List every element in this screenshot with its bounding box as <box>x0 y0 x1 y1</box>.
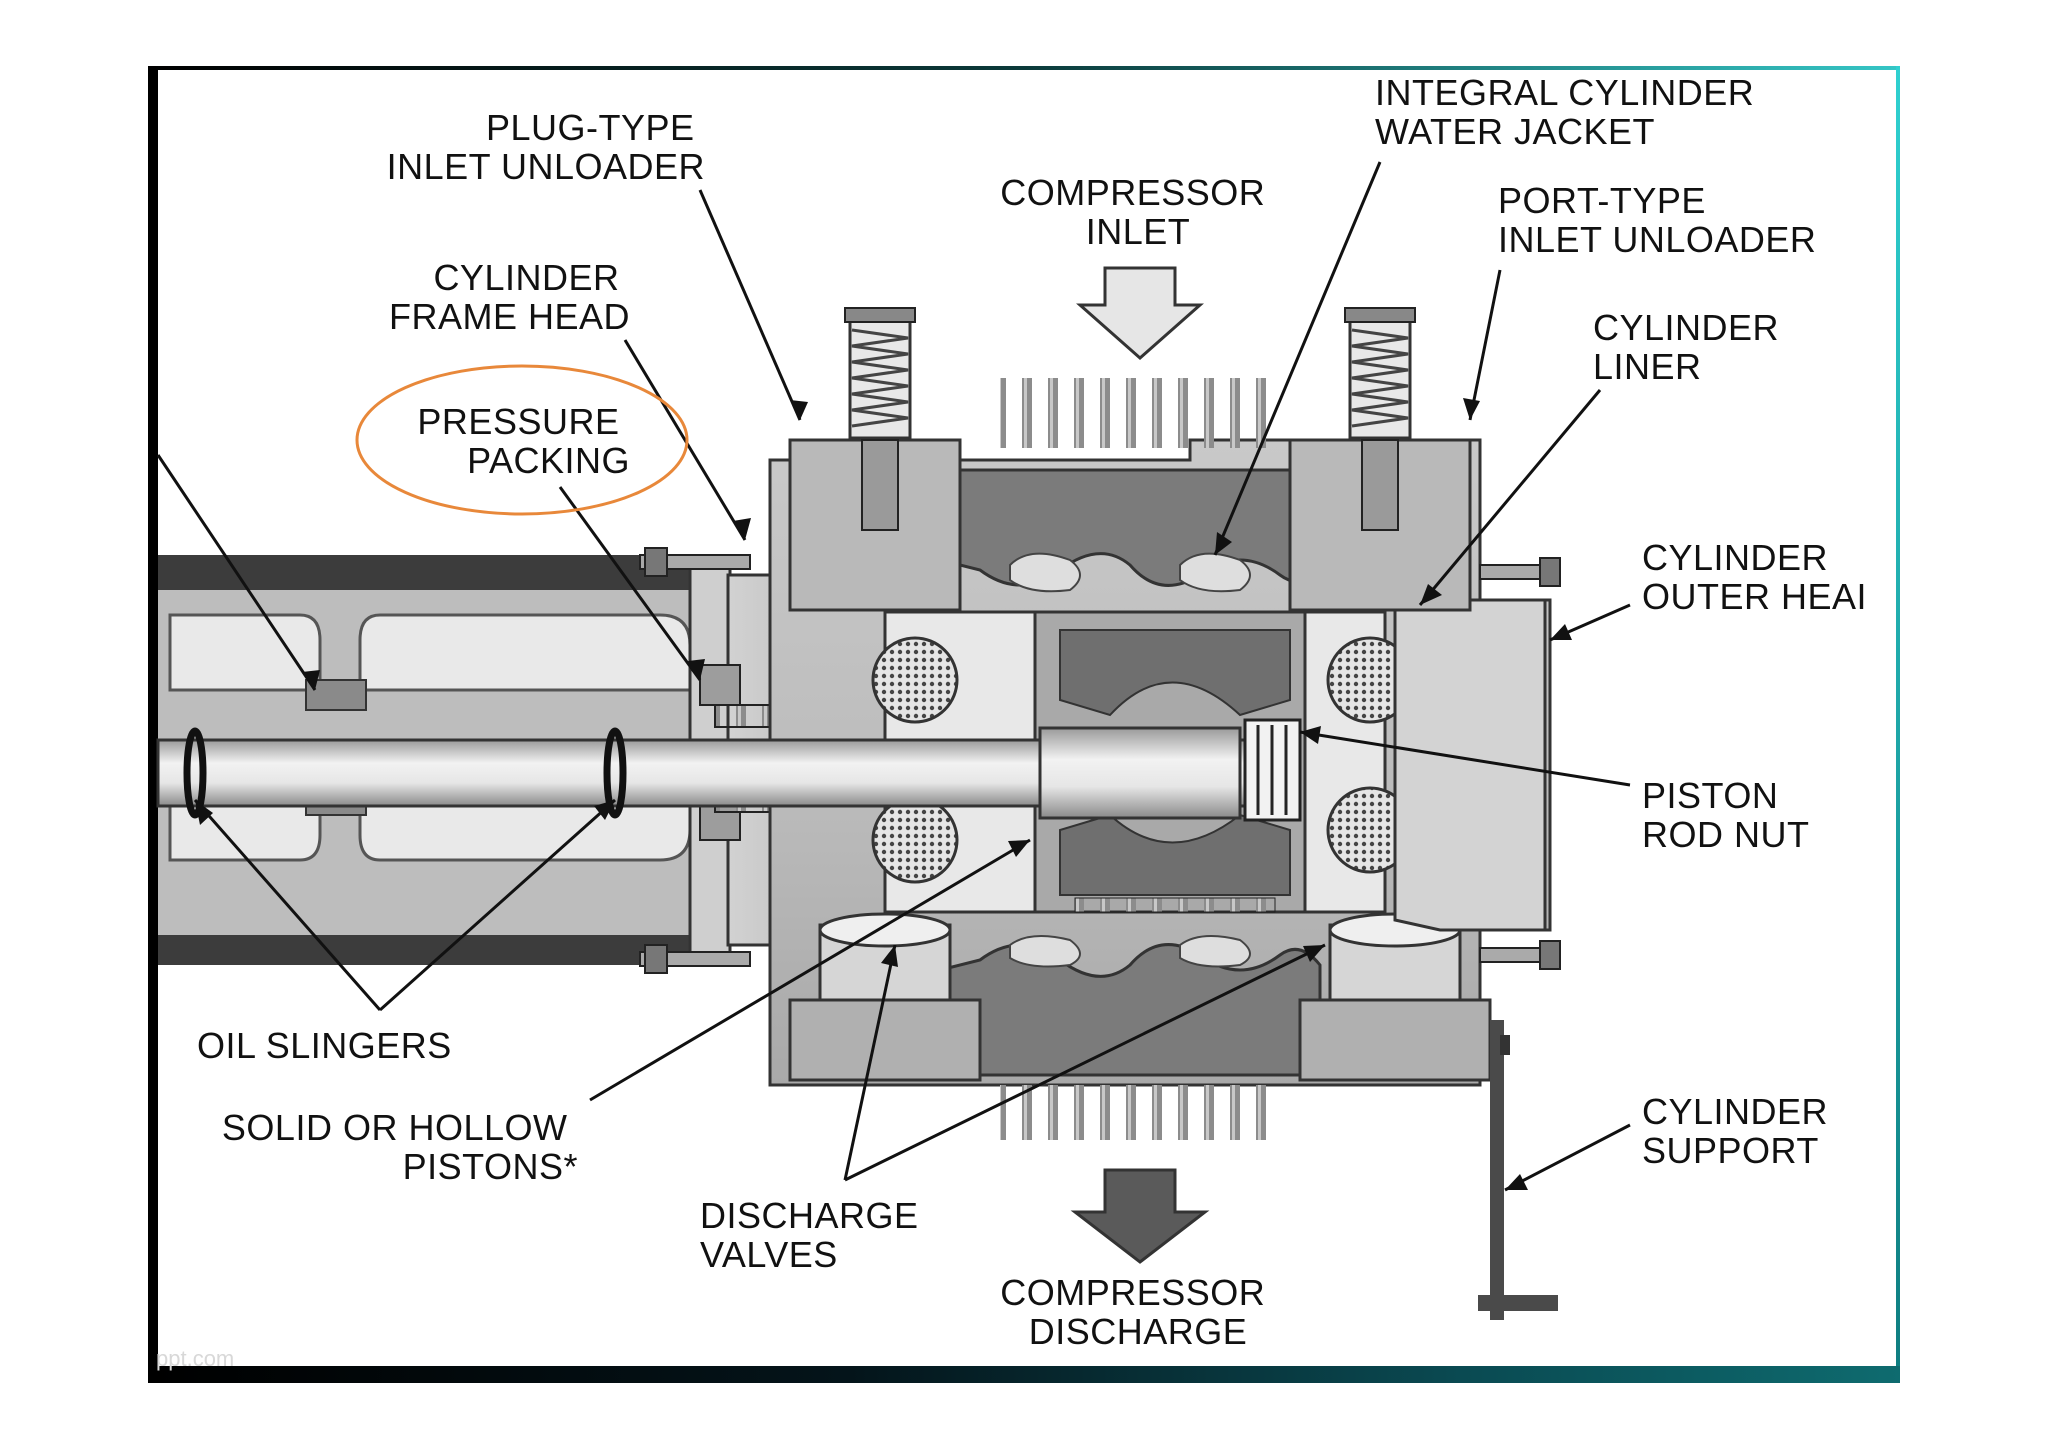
label-piston-rod-nut: PISTON ROD NUT <box>1642 775 1810 855</box>
leader-lines <box>156 161 1631 1192</box>
label-compressor-inlet: COMPRESSOR INLET <box>1000 172 1276 252</box>
compressor-inlet-arrow <box>1076 266 1204 361</box>
frame-top-border <box>148 66 1900 70</box>
valve-caps-bottom-right <box>1298 998 1492 1082</box>
callout-labels: PLUG-TYPE INLET UNLOADER CYLINDER FRAME … <box>197 72 1867 1352</box>
label-compressor-discharge: COMPRESSOR DISCHARGE <box>1000 1272 1276 1352</box>
machine-illustration <box>156 266 1561 1320</box>
label-plug-type-unloader: PLUG-TYPE INLET UNLOADER <box>387 107 705 187</box>
cooling-fins-top <box>1000 378 1270 448</box>
right-clip-mask <box>1900 540 2048 630</box>
label-cylinder-liner: CYLINDER LINER <box>1593 307 1790 387</box>
valve-caps-top <box>788 307 1472 612</box>
frame-right-border <box>1896 66 1900 1383</box>
label-discharge-valves: DISCHARGE VALVES <box>700 1195 929 1275</box>
cooling-fins-bottom <box>1000 1085 1270 1140</box>
piston-rod <box>156 718 1302 822</box>
label-port-type-unloader: PORT-TYPE INLET UNLOADER <box>1498 180 1816 260</box>
watermark-text: ppt.com <box>156 1346 235 1371</box>
cylinder-support <box>1478 1020 1558 1320</box>
frame-bottom-border <box>148 1366 1900 1383</box>
cylinder-outer-head <box>1393 557 1561 970</box>
label-cylinder-outer-head: CYLINDER OUTER HEAI <box>1642 537 1867 617</box>
compressor-discharge-arrow <box>1070 1168 1210 1264</box>
label-solid-hollow-pistons: SOLID OR HOLLOW PISTONS* <box>222 1107 578 1187</box>
label-cylinder-frame-head: CYLINDER FRAME HEAD <box>389 257 630 337</box>
pressure-packing-highlight <box>355 364 689 516</box>
valve-caps-bottom-left <box>788 998 982 1082</box>
label-oil-slingers: OIL SLINGERS <box>197 1025 452 1066</box>
frame-left-border <box>148 66 158 1383</box>
label-integral-water-jacket: INTEGRAL CYLINDER WATER JACKET <box>1375 72 1765 152</box>
label-cylinder-support: CYLINDER SUPPORT <box>1642 1091 1839 1171</box>
label-pressure-packing: PRESSURE PACKING <box>417 401 630 481</box>
